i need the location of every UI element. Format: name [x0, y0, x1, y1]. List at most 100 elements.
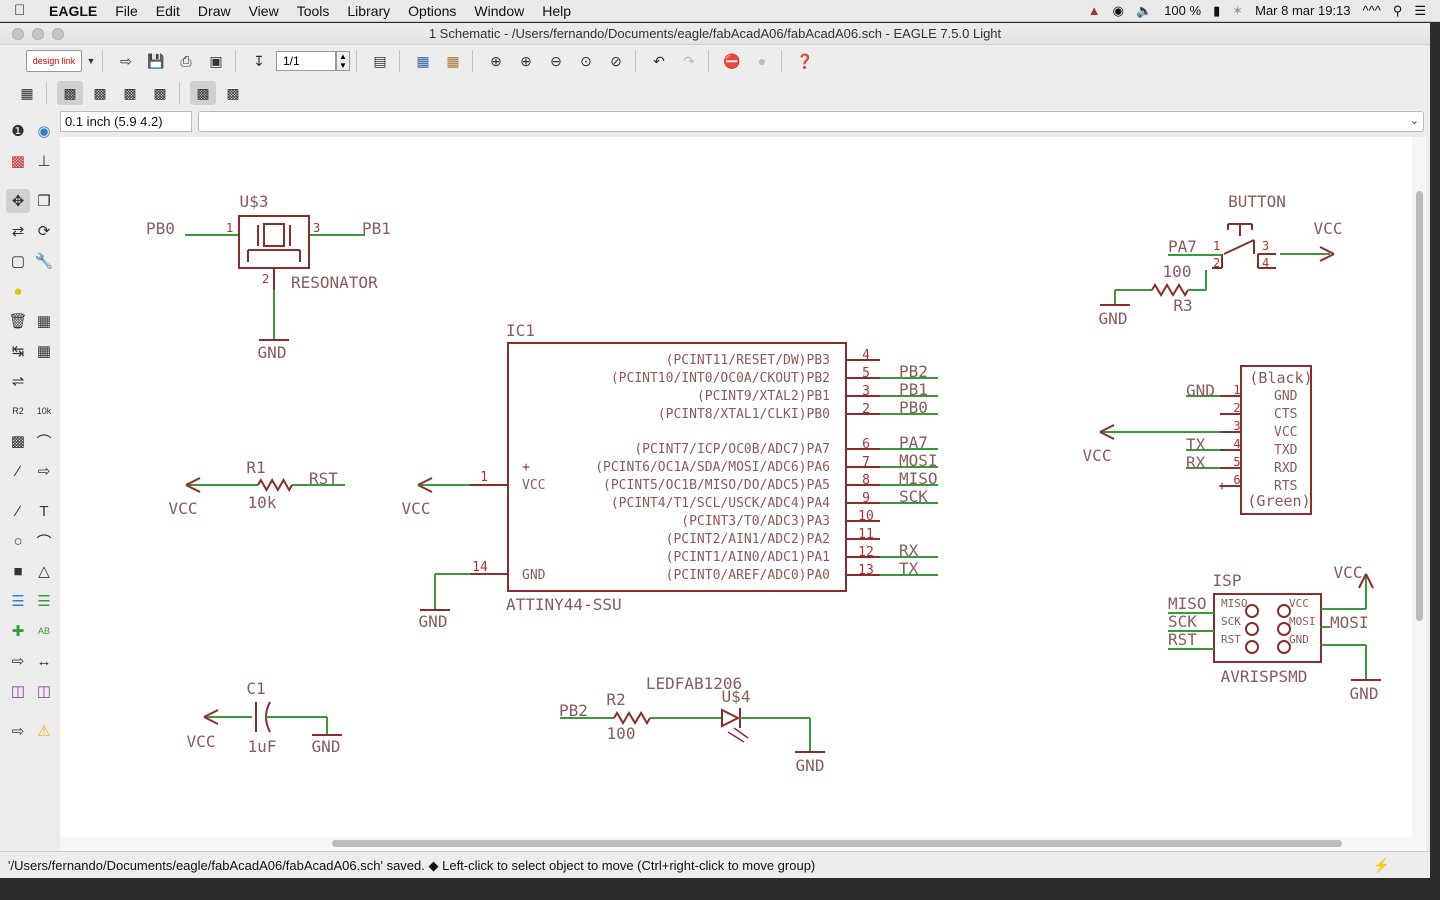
dropdown-icon[interactable]: ▼	[86, 56, 96, 66]
pinswap-icon[interactable]: ↹	[11, 343, 25, 360]
spotlight-icon[interactable]: ⚲	[1392, 2, 1403, 18]
label-icon[interactable]: AB	[37, 626, 50, 636]
add-icon[interactable]: ▦	[36, 313, 52, 330]
zoom-button[interactable]	[52, 28, 64, 40]
minimize-button[interactable]	[32, 28, 44, 40]
junction-icon[interactable]: ✚	[11, 623, 25, 640]
page-spinner[interactable]: ▲▼	[336, 51, 350, 71]
apple-icon[interactable]: 	[14, 2, 40, 19]
open-icon[interactable]: ⇨	[120, 52, 132, 69]
menu-library[interactable]: Library	[347, 2, 391, 19]
zoom-in-icon[interactable]: ⊕	[520, 52, 532, 69]
mirror-icon[interactable]: ⇄	[11, 223, 25, 240]
menu-help[interactable]: Help	[542, 2, 572, 19]
zoom-out-icon[interactable]: ⊖	[550, 52, 562, 69]
change-icon[interactable]: 🔧	[34, 253, 54, 270]
stop-icon[interactable]: ⛔	[723, 52, 741, 69]
zoom-last-icon[interactable]: ⊘	[610, 52, 622, 69]
switch-board-icon[interactable]: ▦	[416, 52, 430, 69]
errors-icon[interactable]: ⚠	[37, 723, 51, 740]
bus-icon[interactable]: ☰	[11, 593, 25, 610]
layout-4-icon[interactable]: ▩	[153, 84, 167, 101]
attribute-icon[interactable]: ⇨	[11, 653, 25, 670]
arc-icon[interactable]: ⌒	[36, 533, 52, 551]
wifi-icon[interactable]: ◉	[1112, 2, 1124, 18]
erc-icon[interactable]: ⇨	[11, 723, 25, 740]
menu-edit[interactable]: Edit	[155, 2, 180, 19]
split-icon[interactable]: ∕	[16, 462, 20, 480]
invoke-icon[interactable]: ⇨	[37, 463, 51, 480]
net-icon[interactable]: ☰	[37, 593, 51, 610]
close-button[interactable]	[12, 28, 24, 40]
menu-window[interactable]: Window	[474, 2, 525, 19]
menu-app[interactable]: EAGLE	[49, 2, 98, 19]
page-field[interactable]: 1/1	[276, 51, 336, 71]
group-icon[interactable]: ▢	[10, 253, 26, 270]
bluetooth-icon[interactable]: ✶	[1232, 2, 1244, 18]
layout-3-icon[interactable]: ▩	[123, 84, 137, 101]
sheet-icon[interactable]: ↧	[253, 52, 265, 69]
print-icon[interactable]: ⎙	[180, 52, 192, 69]
mark-icon[interactable]: ⊥	[37, 153, 51, 170]
info-icon[interactable]: ❶	[11, 123, 25, 140]
name-icon[interactable]: R2	[12, 406, 24, 416]
scroll-thumb[interactable]	[332, 840, 1342, 847]
battery-icon[interactable]: ▮	[1213, 2, 1221, 18]
miter-icon[interactable]: ⌒	[36, 433, 52, 451]
go-icon[interactable]: ●	[757, 53, 767, 69]
menu-tools[interactable]: Tools	[296, 2, 330, 19]
menu-view[interactable]: View	[248, 2, 279, 19]
rotate-icon[interactable]: ⟳	[37, 223, 51, 240]
menu-file[interactable]: File	[115, 2, 138, 19]
layout-2-icon[interactable]: ▩	[93, 84, 107, 101]
display-icon[interactable]: ▩	[10, 153, 26, 170]
layout-6-icon[interactable]: ▩	[226, 84, 240, 101]
text-icon[interactable]: T	[39, 502, 49, 520]
horizontal-scrollbar[interactable]	[60, 837, 1426, 851]
clock[interactable]: Mar 8 mar 19:13	[1255, 3, 1351, 18]
isp-pad	[1277, 640, 1291, 654]
circle-icon[interactable]: ○	[13, 532, 23, 550]
menu-options[interactable]: Options	[408, 2, 457, 19]
move-icon[interactable]: ✥	[6, 189, 30, 213]
cam-icon[interactable]: ▣	[209, 52, 223, 69]
chevron-down-icon[interactable]: ⌄	[1409, 115, 1419, 127]
zoom-select-icon[interactable]: ⊙	[580, 52, 592, 69]
polygon-icon[interactable]: △	[38, 563, 50, 580]
dimension-icon[interactable]: ↔	[36, 652, 52, 670]
vertical-scrollbar[interactable]	[1412, 137, 1426, 837]
zoom-fit-icon[interactable]: ⊕	[490, 52, 502, 69]
use-library-icon[interactable]: ▦	[446, 52, 460, 69]
show-icon[interactable]: ◉	[37, 123, 51, 140]
layout-5-icon[interactable]: ▩	[190, 81, 216, 105]
layout-1-icon[interactable]: ▩	[57, 81, 83, 105]
list-icon[interactable]: ☰	[1414, 2, 1426, 18]
rect-icon[interactable]: ■	[13, 562, 23, 580]
frame2-icon[interactable]: ◫	[36, 683, 52, 700]
smash-icon[interactable]: ▩	[10, 433, 26, 450]
delete-icon[interactable]: 🗑	[8, 313, 28, 330]
wire-icon[interactable]: ∕	[16, 502, 20, 520]
paste-icon[interactable]: ●	[13, 282, 23, 300]
isp-pin-label: MISO	[1221, 597, 1248, 610]
undo-icon[interactable]: ↶	[653, 52, 665, 69]
adobe-icon[interactable]: ▲	[1087, 3, 1101, 18]
designlink-button[interactable]: design link	[26, 50, 82, 72]
copy-icon[interactable]: ❐	[37, 193, 51, 210]
volume-icon[interactable]: 🔈	[1136, 2, 1153, 18]
gateswap-icon[interactable]: ⇌	[11, 373, 25, 390]
extras-icon[interactable]: ^^^	[1362, 3, 1381, 18]
command-line[interactable]: ⌄	[198, 111, 1424, 132]
scroll-thumb[interactable]	[1416, 191, 1423, 621]
bom-icon[interactable]: ▤	[373, 52, 387, 69]
save-icon[interactable]: 💾	[147, 52, 165, 69]
grid-icon[interactable]: ▦	[20, 84, 34, 101]
value-icon[interactable]: 10k	[36, 406, 52, 416]
help-icon[interactable]: ❓	[796, 52, 814, 69]
replace-icon[interactable]: ▦	[36, 343, 52, 360]
redo-icon[interactable]: ↷	[683, 52, 695, 69]
frame-icon[interactable]: ◫	[10, 683, 26, 700]
menu-draw[interactable]: Draw	[197, 2, 231, 19]
